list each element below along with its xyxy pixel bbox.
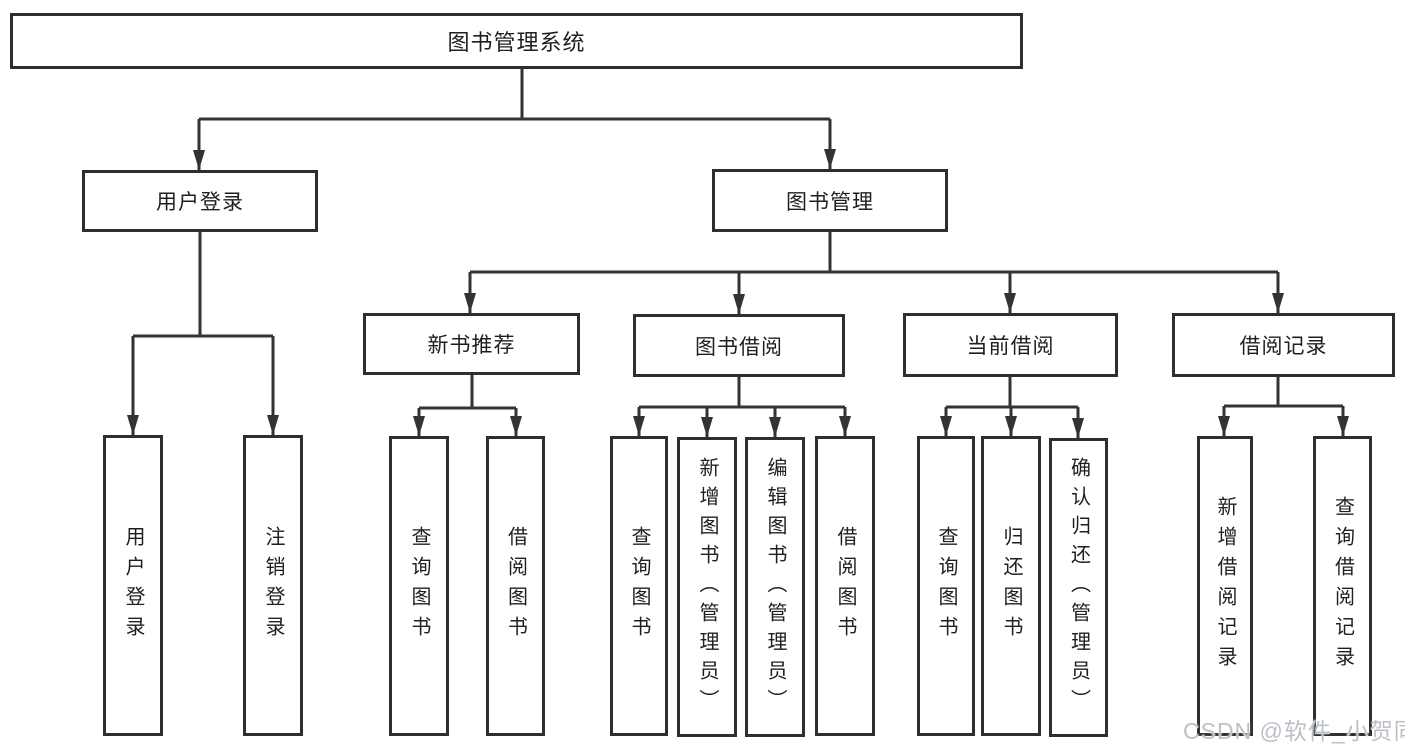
node-bb-borrow-book: 借阅图书 bbox=[815, 436, 875, 736]
node-current-borrow: 当前借阅 bbox=[903, 313, 1118, 377]
node-new-book-recommend: 新书推荐 bbox=[363, 313, 580, 375]
node-user-login: 用户登录 bbox=[82, 170, 318, 232]
node-bb-query-book: 查询图书 bbox=[610, 436, 668, 736]
node-cb-query-book: 查询图书 bbox=[917, 436, 975, 736]
node-bb-edit-book-admin: 编辑图书（管理员） bbox=[745, 437, 805, 737]
csdn-watermark: CSDN @软件_小贺同学 bbox=[1183, 718, 1405, 744]
node-login-user: 用户登录 bbox=[103, 435, 163, 736]
node-cb-confirm-return-admin: 确认归还（管理员） bbox=[1049, 438, 1108, 737]
node-br-add-record: 新增借阅记录 bbox=[1197, 436, 1253, 736]
node-bb-add-book-admin: 新增图书（管理员） bbox=[677, 437, 737, 737]
node-nb-borrow-book: 借阅图书 bbox=[486, 436, 545, 736]
node-root: 图书管理系统 bbox=[10, 13, 1023, 69]
node-login-logout: 注销登录 bbox=[243, 435, 303, 736]
node-nb-query-book: 查询图书 bbox=[389, 436, 449, 736]
node-borrow-record: 借阅记录 bbox=[1172, 313, 1395, 377]
node-book-management: 图书管理 bbox=[712, 169, 948, 232]
node-br-query-record: 查询借阅记录 bbox=[1313, 436, 1372, 736]
node-book-borrow: 图书借阅 bbox=[633, 314, 845, 377]
node-cb-return-book: 归还图书 bbox=[981, 436, 1041, 736]
